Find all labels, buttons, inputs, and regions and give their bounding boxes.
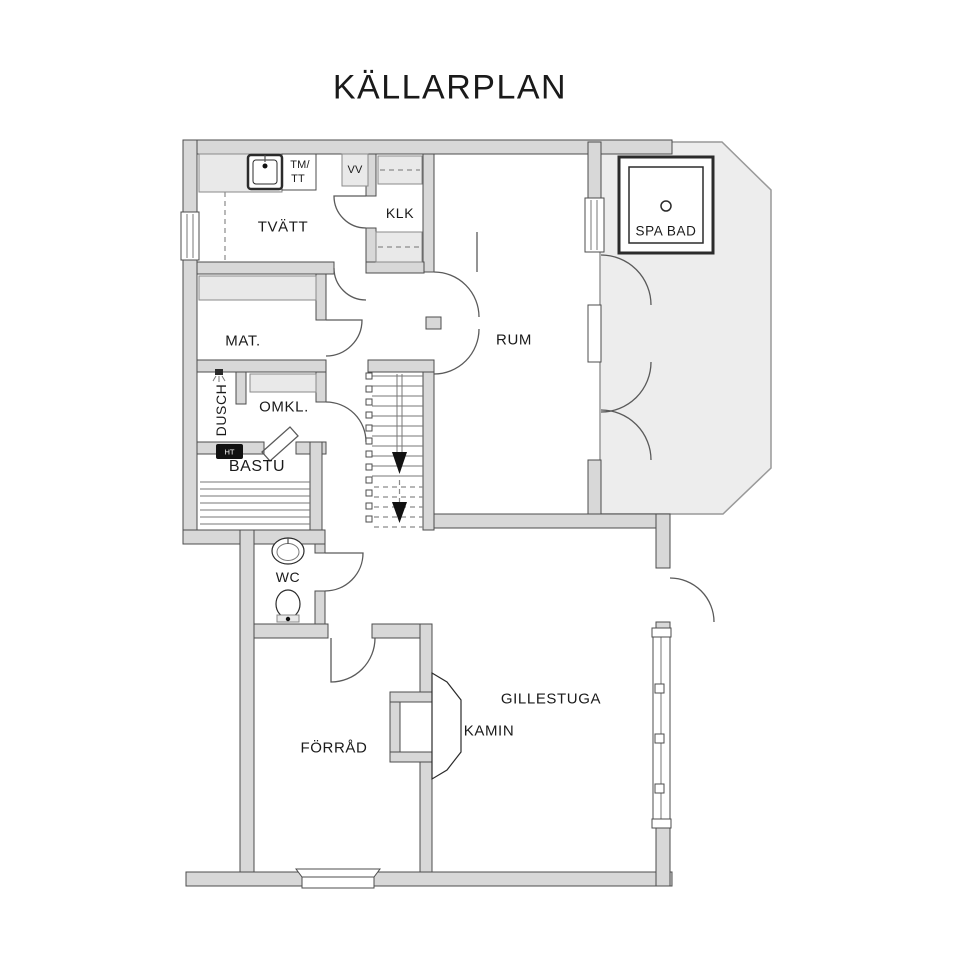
door-forrad [330,637,376,683]
room-label-kamin: KAMIN [463,722,515,740]
door-terrace-double-b [600,409,652,461]
label-water-heater: VV [347,164,363,176]
door-rum-lower [433,328,480,375]
sauna-heater-icon [216,444,243,459]
page-title: KÄLLARPLAN [332,68,568,107]
window-rum-terrace [584,197,605,253]
sauna-benches [200,481,310,525]
door-terrace-single [600,254,652,306]
window-gillestuga-right [651,627,672,829]
room-label-wc: WC [275,569,301,585]
fixtures [200,153,715,781]
room-label-tvatt: TVÄTT [257,218,309,236]
fireplace-icon [431,671,462,781]
room-label-klk: KLK [385,205,415,221]
mat-shelf [198,275,317,301]
stairs-down-arrow [392,452,407,474]
washer-dryer-box [281,153,317,191]
room-label-bastu: BASTU [228,458,286,475]
room-label-gillestuga: GILLESTUGA [500,690,602,708]
door-tvatt [333,267,367,301]
room-label-rum: RUM [496,331,532,349]
door-bastu [261,426,299,462]
spa-bath-icon [617,155,715,255]
interior-walls [196,153,442,873]
door-rum-upper [433,232,480,318]
stairs-down-arrow-2 [392,502,407,523]
shower-icon [212,369,226,382]
window-left-tvatt [180,211,200,261]
label-tumble-dryer: TT [291,173,305,185]
door-klk [333,195,367,229]
omkl-bench [249,373,317,393]
water-heater-box [341,153,369,187]
door-wc [324,552,364,592]
label-washing-machine: TM/ [290,159,310,171]
door-gillestuga-exterior [669,577,715,623]
room-label-mat: MAT. [225,332,261,350]
door-omkl [325,401,367,443]
toilet-icon [275,589,301,623]
washbasin-icon [271,537,305,565]
sink-icon [246,153,284,191]
room-label-dusch: DUSCH [213,383,229,437]
staircase [365,372,423,528]
window-bottom-forrad [295,868,381,889]
door-mat [325,319,363,357]
windows [180,197,672,889]
label-sauna-heater: HT [224,447,235,456]
doors [261,195,715,683]
room-label-spabad: SPA BAD [635,223,697,239]
room-label-omkl: OMKL. [259,398,309,416]
stair-balusters [365,372,373,523]
room-label-forrad: FÖRRÅD [300,739,368,757]
